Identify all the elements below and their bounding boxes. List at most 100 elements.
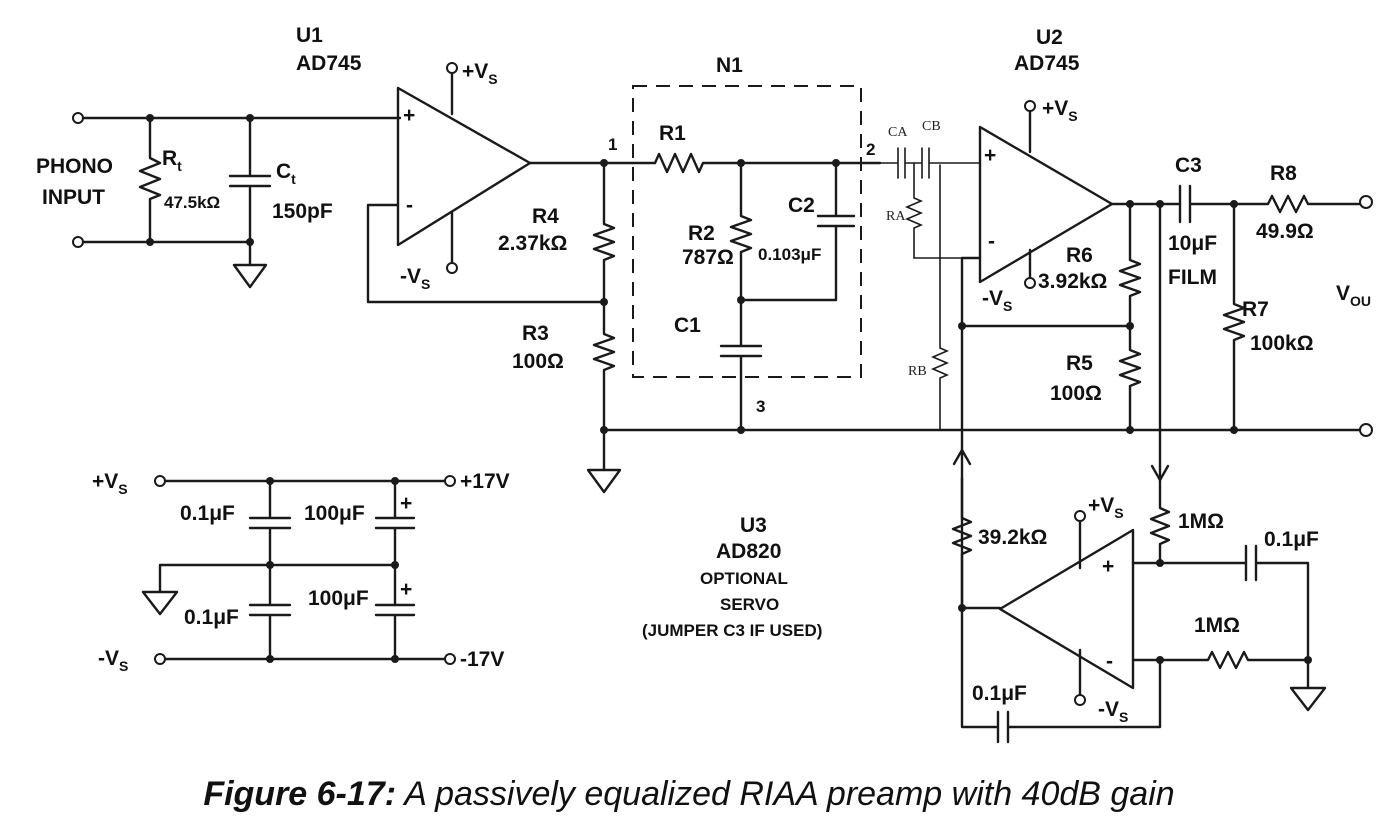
svg-text:C3: C3: [1175, 154, 1202, 177]
servo-r-in-value: 39.2kΩ: [978, 526, 1047, 549]
servo-r-in: 39.2kΩ: [951, 476, 1047, 612]
c2-value: 0.103μF: [758, 245, 821, 264]
r5-value: 100Ω: [1050, 382, 1102, 405]
r6-value: 3.92kΩ: [1038, 270, 1107, 293]
c3-value: 10μF: [1168, 232, 1217, 255]
svg-text:CB: CB: [922, 119, 941, 134]
u3-part: AD820: [716, 540, 781, 563]
r7-value: 100kΩ: [1250, 332, 1314, 355]
supply-decoupling: +VS +17V -VS -17V 0.1μF 0.1μF 100μF 100μ…: [92, 470, 510, 674]
r8-value: 49.9Ω: [1256, 220, 1314, 243]
u1-part: AD745: [296, 52, 362, 75]
svg-text:-VS: -VS: [982, 287, 1012, 314]
svg-text:1: 1: [608, 135, 617, 154]
svg-text:+: +: [403, 104, 415, 127]
u2-part: AD745: [1014, 52, 1080, 75]
svg-text:R3: R3: [522, 322, 549, 345]
r4-resistor: R4 2.37kΩ: [498, 159, 616, 304]
figure-caption: Figure 6-17: A passively equalized RIAA …: [203, 775, 1175, 813]
svg-text:R2: R2: [688, 222, 715, 245]
phono-input-label-1: PHONO: [36, 155, 113, 178]
svg-text:+VS: +VS: [462, 60, 498, 87]
svg-text:-VS: -VS: [1098, 698, 1128, 725]
output-terminal[interactable]: [1359, 195, 1373, 209]
servo-c-fb-value: 0.1μF: [972, 682, 1027, 705]
svg-text:+: +: [984, 144, 996, 167]
supply-plus17: +17V: [460, 470, 510, 493]
svg-text:-: -: [406, 194, 413, 217]
u1-opamp: U1 AD745 + - +VS -VS: [296, 24, 532, 292]
u2-opamp: U2 AD745 + - +VS -VS: [978, 26, 1114, 314]
rt-value: 47.5kΩ: [164, 193, 220, 212]
r2-value: 787Ω: [682, 246, 734, 269]
ground-icon-servo: [1289, 658, 1327, 712]
rt-resistor: Rt 47.5kΩ: [138, 114, 220, 246]
u3-description: U3 AD820 OPTIONAL SERVO (JUMPER C3 IF US…: [642, 514, 822, 640]
svg-text:SERVO: SERVO: [720, 595, 779, 614]
svg-text:RA: RA: [886, 209, 906, 224]
riaa-preamp-schematic: PHONO INPUT Rt 47.5kΩ Ct 150pF U1 AD745 …: [36, 24, 1373, 744]
svg-text:R4: R4: [532, 205, 559, 228]
n1-network: N1 1 2 3 R1 R2 787Ω C2 0.103μF C1: [608, 54, 882, 434]
svg-text:-: -: [988, 230, 995, 253]
u2-name: U2: [1036, 26, 1063, 49]
ground-icon-supply: [141, 563, 397, 616]
r8-resistor: R8 49.9Ω: [1232, 162, 1373, 243]
svg-text:RB: RB: [908, 364, 927, 379]
wire-u2-inverting: [960, 256, 1132, 328]
r3-resistor: R3 100Ω: [512, 298, 616, 432]
ca-cb-ra-rb: CA CB RA RB: [879, 119, 981, 431]
u3-opamp: + - +VS -VS: [998, 494, 1135, 725]
svg-text:+: +: [1102, 555, 1114, 578]
input-terminal-top[interactable]: [72, 112, 84, 124]
r5-resistor: R5 100Ω: [1050, 324, 1142, 434]
servo-c-top: 0.1μF: [1158, 528, 1319, 662]
supply-c-big-top: 100μF: [304, 502, 365, 525]
wire-u1-feedback: [366, 203, 606, 304]
svg-text:+: +: [400, 578, 412, 601]
svg-text:R6: R6: [1066, 244, 1093, 267]
svg-text:R1: R1: [659, 122, 686, 145]
supply-minus17: -17V: [460, 648, 504, 671]
servo-r-top-value: 1MΩ: [1178, 510, 1224, 533]
svg-text:CA: CA: [888, 125, 908, 140]
n1-name: N1: [716, 54, 743, 77]
svg-text:R8: R8: [1270, 162, 1297, 185]
servo-r-bot: 1MΩ: [1131, 614, 1327, 712]
c3-type: FILM: [1168, 266, 1217, 289]
svg-text:+VS: +VS: [92, 470, 128, 497]
r6-resistor: R6 3.92kΩ: [1038, 202, 1142, 330]
svg-text:C1: C1: [674, 314, 701, 337]
svg-text:Ct: Ct: [276, 160, 296, 187]
phono-input-label-2: INPUT: [42, 186, 105, 209]
u1-name: U1: [296, 24, 323, 47]
svg-text:OPTIONAL: OPTIONAL: [700, 569, 788, 588]
input-terminal-bottom[interactable]: [72, 236, 84, 248]
phono-input: PHONO INPUT: [36, 112, 113, 248]
ct-capacitor: Ct 150pF: [228, 114, 333, 289]
r4-value: 2.37kΩ: [498, 232, 567, 255]
u3-name: U3: [740, 514, 767, 537]
r3-value: 100Ω: [512, 350, 564, 373]
svg-text:3: 3: [756, 397, 765, 416]
svg-text:(JUMPER C3 IF USED): (JUMPER C3 IF USED): [642, 621, 822, 640]
arrow-up-icon: [952, 448, 972, 466]
servo-r-top: 1MΩ: [1131, 478, 1224, 567]
svg-text:C2: C2: [788, 194, 815, 217]
svg-text:+VS: +VS: [1088, 494, 1124, 521]
supply-c-small-bot: 0.1μF: [184, 606, 239, 629]
r7-resistor: R7 100kΩ: [1222, 202, 1314, 434]
servo-c-top-value: 0.1μF: [1264, 528, 1319, 551]
svg-text:Rt: Rt: [162, 147, 182, 174]
ct-value: 150pF: [272, 200, 333, 223]
svg-text:+: +: [400, 492, 412, 515]
ground-icon-u1: [586, 428, 622, 494]
svg-text:R7: R7: [1242, 298, 1269, 321]
vout-label: VOU: [1336, 282, 1371, 309]
output-terminal-ground[interactable]: [1359, 423, 1373, 437]
c3-capacitor: C3 10μF FILM: [1168, 154, 1238, 289]
svg-text:-: -: [1106, 650, 1113, 673]
svg-text:+VS: +VS: [1042, 97, 1078, 124]
svg-text:-VS: -VS: [400, 265, 430, 292]
svg-text:-VS: -VS: [98, 647, 128, 674]
